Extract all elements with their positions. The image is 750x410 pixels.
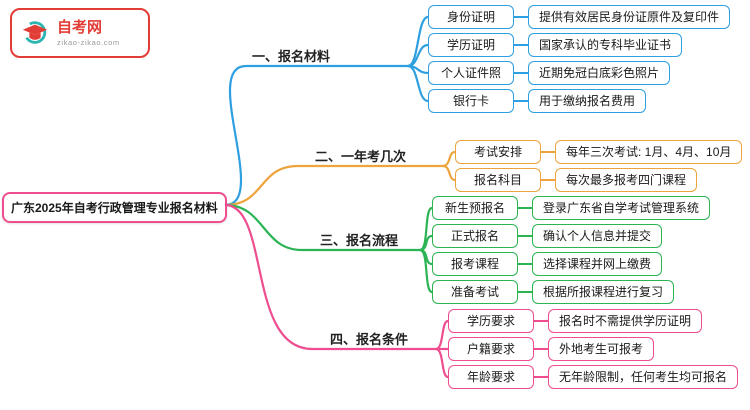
mindmap-row: 学历要求 报名时不需提供学历证明: [448, 308, 703, 334]
row-connector: [541, 179, 555, 181]
logo-subtitle: zikao-zikao.com: [57, 38, 120, 47]
item-desc: 选择课程并网上缴费: [532, 252, 663, 276]
row-connector: [518, 235, 532, 237]
item-desc: 近期免冠白底彩色照片: [528, 61, 671, 85]
mindmap-row: 年龄要求 无年龄限制，任何考生均可报名: [448, 364, 739, 390]
branch3-trunk-line: [223, 203, 422, 252]
item-label: 个人证件照: [428, 61, 514, 85]
root-node: 广东2025年自考行政管理专业报名材料: [2, 192, 227, 223]
item-desc: 登录广东省自学考试管理系统: [532, 196, 711, 220]
graduation-cap-icon: [22, 21, 48, 44]
branch1-fan-line: [406, 64, 430, 103]
row-connector: [534, 320, 548, 322]
logo-text-block: 自考网 zikao-zikao.com: [57, 19, 120, 47]
item-desc: 用于缴纳报名费用: [528, 89, 647, 113]
item-label: 户籍要求: [448, 337, 534, 361]
item-label: 准备考试: [432, 280, 518, 304]
item-desc: 确认个人信息并提交: [532, 224, 663, 248]
item-desc: 每次最多报考四门课程: [555, 168, 698, 192]
branch4-fan-line: [434, 319, 450, 351]
mindmap-row: 报考课程 选择课程并网上缴费: [432, 251, 663, 277]
mindmap-row: 学历证明 国家承认的专科毕业证书: [428, 32, 683, 58]
branch4-fan-line: [434, 347, 450, 379]
item-label: 身份证明: [428, 5, 514, 29]
row-connector: [534, 348, 548, 350]
item-label: 学历证明: [428, 33, 514, 57]
row-connector: [518, 207, 532, 209]
item-desc: 每年三次考试: 1月、4月、10月: [555, 140, 743, 164]
item-desc: 无年龄限制，任何考生均可报名: [548, 365, 739, 389]
branch1-fan-line: [406, 15, 430, 68]
row-connector: [514, 100, 528, 102]
item-label: 年龄要求: [448, 365, 534, 389]
item-label: 考试安排: [455, 140, 541, 164]
row-connector: [514, 44, 528, 46]
mindmap-row: 正式报名 确认个人信息并提交: [432, 223, 663, 249]
branch3-fan-line: [418, 248, 434, 294]
mindmap-row: 准备考试 根据所报课程进行复习: [432, 279, 675, 305]
branch2-trunk-line: [223, 164, 445, 207]
branch-label-4: 四、报名条件: [330, 332, 409, 347]
item-label: 新生预报名: [432, 196, 518, 220]
branch1-trunk-line: [223, 64, 410, 207]
item-label: 学历要求: [448, 309, 534, 333]
mindmap-row: 户籍要求 外地考生可报考: [448, 336, 655, 362]
branch4-trunk-line: [223, 203, 438, 351]
row-connector: [541, 151, 555, 153]
mindmap-row: 新生预报名 登录广东省自学考试管理系统: [432, 195, 711, 221]
item-desc: 外地考生可报考: [548, 337, 655, 361]
mindmap-row: 报名科目 每次最多报考四门课程: [455, 167, 698, 193]
row-connector: [518, 291, 532, 293]
mindmap-row: 身份证明 提供有效居民身份证原件及复印件: [428, 4, 731, 30]
branch-label-2: 二、一年考几次: [315, 149, 407, 164]
mindmap-row: 考试安排 每年三次考试: 1月、4月、10月: [455, 139, 743, 165]
row-connector: [518, 263, 532, 265]
item-desc: 报名时不需提供学历证明: [548, 309, 703, 333]
item-desc: 国家承认的专科毕业证书: [528, 33, 683, 57]
item-desc: 根据所报课程进行复习: [532, 280, 675, 304]
row-connector: [514, 72, 528, 74]
site-logo: 自考网 zikao-zikao.com: [10, 8, 150, 58]
row-connector: [534, 376, 548, 378]
mindmap-row: 银行卡 用于缴纳报名费用: [428, 88, 647, 114]
branch2-fan-line: [441, 164, 457, 182]
item-label: 报名科目: [455, 168, 541, 192]
branch-label-3: 三、报名流程: [320, 233, 399, 248]
branch2-fan-line: [441, 150, 457, 168]
item-label: 报考课程: [432, 252, 518, 276]
branch-label-1: 一、报名材料: [252, 49, 331, 64]
logo-title: 自考网: [57, 19, 103, 36]
item-label: 银行卡: [428, 89, 514, 113]
mindmap-row: 个人证件照 近期免冠白底彩色照片: [428, 60, 671, 86]
item-label: 正式报名: [432, 224, 518, 248]
item-desc: 提供有效居民身份证原件及复印件: [528, 5, 731, 29]
row-connector: [514, 16, 528, 18]
